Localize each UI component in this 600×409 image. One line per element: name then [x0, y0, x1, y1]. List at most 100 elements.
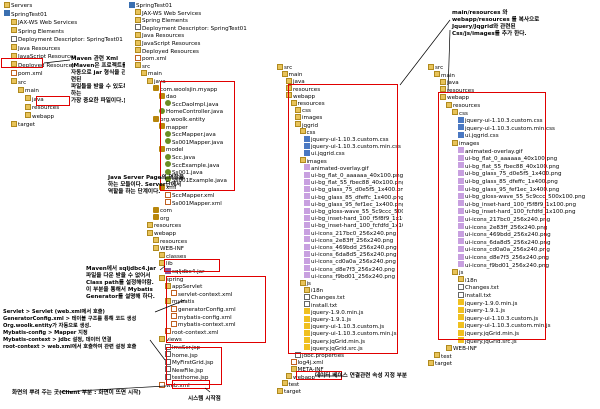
tree-item[interactable]: JAX-WS Web Services: [11, 18, 77, 27]
tree-item[interactable]: org.woolk.entity: [153, 115, 205, 124]
tree-item[interactable]: ui-bg_flat_0_aaaaaa_40x100.png: [458, 154, 557, 163]
tree-item[interactable]: home.jsp: [165, 351, 198, 360]
tree-item[interactable]: SpringTest01: [129, 1, 172, 10]
tree-item[interactable]: test: [434, 352, 452, 361]
tree-item[interactable]: src: [135, 62, 150, 71]
tree-item[interactable]: ui-icons_6da8d5_256x240.png: [458, 238, 551, 247]
tree-item[interactable]: ui-bg_gloss-wave_55_5c9ccc_500x100.png: [304, 207, 403, 216]
tree-item[interactable]: resources: [286, 85, 320, 94]
tree-item[interactable]: images: [295, 113, 322, 122]
tree-item[interactable]: ui-bg_glass_85_dfeffc_1x400.png: [304, 193, 403, 202]
tree-item[interactable]: Ss001Example.java: [165, 176, 227, 185]
tree-item[interactable]: Changes.txt: [304, 293, 345, 302]
tree-item[interactable]: SpringTest01: [4, 10, 47, 19]
tree-item[interactable]: ui-bg_inset-hard_100_f5f8f9_1x100.png: [458, 200, 576, 209]
tree-item[interactable]: jquery-1.9.1.js: [458, 306, 505, 315]
tree-item[interactable]: test: [281, 380, 299, 389]
tree-item[interactable]: ui-icons_f9bd01_256x240.png: [458, 261, 549, 270]
tree-item[interactable]: jquery-ui-1.10.3.custom.css: [304, 135, 389, 144]
tree-item[interactable]: HomeController.java: [159, 107, 223, 116]
tree-item[interactable]: ui-icons_cd0a0a_256x240.png: [304, 257, 396, 266]
tree-item[interactable]: ui-bg_glass_95_fef1ec_1x400.png: [304, 200, 403, 209]
tree-item[interactable]: target: [428, 359, 452, 368]
tree-item[interactable]: Ss001Mapper.java: [165, 138, 223, 147]
tree-item[interactable]: ui-bg_inset-hard_100_f5f8f9_1x100.png: [304, 214, 403, 223]
tree-item[interactable]: css: [295, 106, 311, 115]
tree-item[interactable]: jquery-ui-1.10.3.custom.min.css: [458, 124, 555, 133]
tree-item[interactable]: webapp: [147, 229, 176, 238]
tree-item[interactable]: ui-bg_inset-hard_100_fcfdfd_1x100.png: [458, 207, 576, 216]
tree-item[interactable]: ui-icons_cd0a0a_256x240.png: [458, 245, 550, 254]
tree-item[interactable]: src: [428, 63, 443, 72]
tree-item[interactable]: Deployment Descriptor: SpringTest01: [11, 35, 123, 44]
tree-item[interactable]: mybatis: [165, 297, 194, 306]
tree-item[interactable]: Java Resources: [135, 31, 184, 40]
tree-item[interactable]: webapp: [440, 93, 469, 102]
tree-item[interactable]: generatorConfig.xml: [171, 305, 236, 314]
tree-item[interactable]: sqljdbc4.jar: [165, 267, 204, 276]
tree-item[interactable]: js: [452, 268, 463, 277]
tree-item[interactable]: ui-bg_glass_85_dfeffc_1x400.png: [458, 177, 558, 186]
tree-item[interactable]: jquery.jqGrid.min.js: [304, 337, 365, 346]
tree-item[interactable]: java: [147, 77, 166, 86]
tree-item[interactable]: webapp: [25, 112, 54, 121]
tree-item[interactable]: ui-icons_217bc0_256x240.png: [304, 229, 396, 238]
tree-item[interactable]: views: [159, 335, 182, 344]
tree-item[interactable]: images: [452, 139, 479, 148]
tree-item[interactable]: css: [452, 109, 468, 118]
tree-item[interactable]: SccMapper.java: [165, 130, 216, 139]
tree-item[interactable]: java: [286, 77, 305, 86]
tree-item[interactable]: java: [25, 95, 44, 104]
tree-item[interactable]: com.woolsjin.myapp: [153, 85, 217, 94]
tree-item[interactable]: Deployment Descriptor: SpringTest01: [135, 24, 247, 33]
tree-item[interactable]: ui-bg_inset-hard_100_fcfdfd_1x100.png: [304, 221, 403, 230]
tree-item[interactable]: ui-bg_flat_55_fbec88_40x100.png: [458, 162, 559, 171]
tree-item[interactable]: resources: [290, 99, 325, 108]
tree-item[interactable]: SccExample.java: [165, 161, 219, 170]
tree-item[interactable]: i18n: [458, 276, 477, 285]
tree-item[interactable]: ui-icons_d8e7f3_256x240.png: [458, 253, 549, 262]
tree-item[interactable]: jqgrid: [295, 121, 318, 130]
tree-item[interactable]: web.xml: [159, 381, 190, 390]
tree-item[interactable]: ui-bg_glass_95_fef1ec_1x400.png: [458, 185, 559, 194]
tree-item[interactable]: Java Resources: [11, 44, 60, 53]
tree-item[interactable]: jquery-1.9.0.min.js: [458, 299, 517, 308]
tree-item[interactable]: Changes.txt: [458, 283, 499, 292]
tree-item[interactable]: main: [434, 71, 455, 80]
tree-item[interactable]: com: [153, 206, 172, 215]
tree-item[interactable]: servlet-context.xml: [171, 290, 232, 299]
tree-item[interactable]: ui.jqgrid.css: [304, 149, 345, 158]
tree-item[interactable]: pom.xml: [11, 69, 43, 78]
tree-item[interactable]: Spring Elements: [135, 16, 188, 25]
tree-item[interactable]: jquery-ui-1.10.3.custom.js: [458, 314, 538, 323]
tree-item[interactable]: MyFirstGrid.jsp: [165, 358, 213, 367]
tree-item[interactable]: appServlet: [165, 282, 202, 291]
tree-item[interactable]: ui-icons_6da8d5_256x240.png: [304, 250, 397, 259]
tree-item[interactable]: ui-icons_f9bd01_256x240.png: [304, 272, 395, 281]
tree-item[interactable]: mybatis-context.xml: [171, 320, 236, 329]
tree-item[interactable]: i18n: [304, 286, 323, 295]
tree-item[interactable]: classes: [159, 252, 186, 261]
tree-item[interactable]: Scc.java: [165, 153, 195, 162]
tree-item[interactable]: ui-icons_2e83ff_256x240.png: [304, 236, 393, 245]
tree-item[interactable]: ui-bg_flat_0_aaaaaa_40x100.png: [304, 171, 403, 180]
tree-item[interactable]: resources: [147, 221, 181, 230]
tree-item[interactable]: webapp: [286, 92, 315, 101]
tree-item[interactable]: Ss001Mapper.xml: [165, 199, 222, 208]
tree-item[interactable]: java: [440, 78, 459, 87]
tree-item[interactable]: install.txt: [458, 291, 491, 300]
tree-item[interactable]: root-context.xml: [165, 328, 218, 337]
tree-item[interactable]: ui-bg_glass_75_d0e5f5_1x400.png: [304, 185, 403, 194]
tree-item[interactable]: images: [299, 157, 327, 166]
tree-item[interactable]: js: [299, 279, 311, 288]
tree-item[interactable]: jdbc.properties: [295, 351, 344, 360]
tree-item[interactable]: target: [11, 120, 35, 129]
tree-item[interactable]: JAX-WS Web Services: [135, 9, 201, 18]
tree-item[interactable]: webapp: [286, 373, 315, 382]
tree-item[interactable]: lmsScr.jsp: [165, 343, 200, 352]
tree-item[interactable]: resources: [25, 103, 59, 112]
tree-item[interactable]: jquery-ui-1.10.3.custom.min.js: [458, 321, 550, 330]
tree-item[interactable]: WEB-INF: [153, 244, 184, 253]
tree-item[interactable]: jquery-ui-1.10.3.custom.min.css: [304, 142, 401, 151]
tree-item[interactable]: ui.jqgrid.css: [458, 131, 499, 140]
